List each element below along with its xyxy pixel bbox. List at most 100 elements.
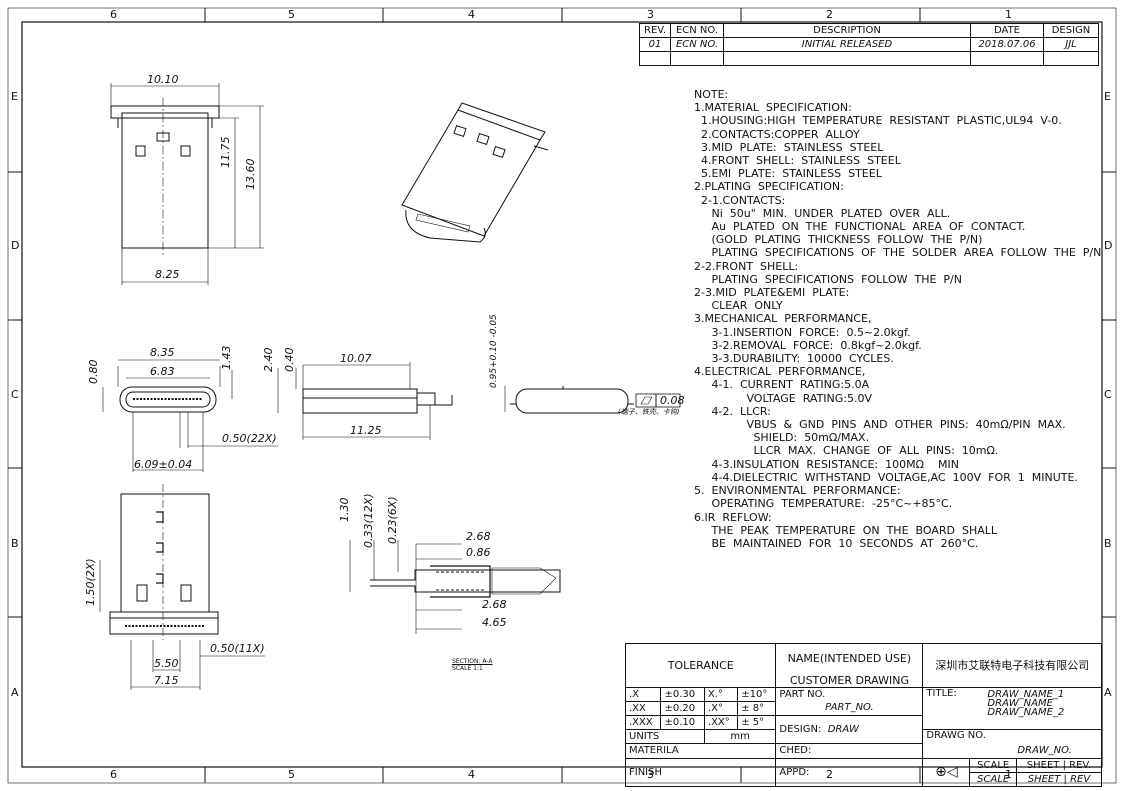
zone-row-c-left: C — [11, 388, 19, 401]
note-line: Au PLATED ON THE FUNCTIONAL AREA OF CONT… — [694, 220, 1026, 234]
material-label: MATERILA — [624, 743, 777, 759]
tol-xx-label: .XX — [624, 700, 662, 716]
zone-col-6-top: 6 — [110, 8, 117, 21]
tol-xxx-label: .XXX — [624, 714, 662, 730]
drawg-value: DRAW_NO. — [1017, 744, 1072, 756]
note-line: (GOLD PLATING THICKNESS FOLLOW THE P/N) — [694, 233, 983, 247]
flatness-value: 0.08 — [660, 394, 685, 407]
title-block: TOLERANCE NAME(INTENDED USE) 深圳市艾联特电子科技有… — [624, 643, 1103, 787]
dim-2-40: 2.40 — [262, 347, 275, 373]
note-line: 5. ENVIRONMENTAL PERFORMANCE: — [694, 484, 901, 498]
rev-cell-ecn: ECN NO. — [670, 37, 724, 52]
dim-0-86: 0.86 — [466, 546, 491, 559]
name-value: CUSTOMER DRAWING — [775, 673, 924, 688]
dim-5-50: 5.50 — [154, 657, 179, 670]
note-line: 2-2.FRONT SHELL: — [694, 259, 799, 273]
note-line: PLATING SPECIFICATIONS FOLLOW THE P/N — [694, 272, 962, 286]
flatness-note: (端子、铁壳、卡钩) — [618, 408, 680, 416]
zone-col-2-top: 2 — [826, 8, 833, 21]
dim-2-68-top: 2.68 — [466, 530, 491, 543]
tol-ang-x-value: ±10° — [737, 686, 777, 702]
dim-4-65: 4.65 — [482, 616, 507, 629]
dim-1-30: 1.30 — [338, 497, 351, 523]
note-line: NOTE: — [694, 88, 729, 101]
name-label: NAME(INTENDED USE) — [775, 643, 924, 674]
zone-col-3-top: 3 — [647, 8, 654, 21]
note-line: 4-3.INSULATION RESISTANCE: 100MΩ MIN — [694, 457, 959, 471]
part-label: PART NO. — [775, 686, 924, 701]
zone-col-4-top: 4 — [468, 8, 475, 21]
sheet-rev-values: SHEET | REV — [1015, 771, 1103, 787]
rev-header-ecn: ECN NO. — [670, 23, 724, 38]
zone-col-5-top: 5 — [288, 8, 295, 21]
dim-13-60: 13.60 — [244, 158, 257, 191]
dim-0-33-12x: 0.33(12X) — [362, 493, 375, 548]
zone-row-d-left: D — [11, 239, 20, 252]
ched-label: CHED: — [775, 743, 924, 759]
sheet-label: SHEET — [1026, 759, 1060, 771]
dim-8-25: 8.25 — [155, 268, 180, 281]
dim-pitch-22x: 0.50(22X) — [222, 432, 277, 445]
zone-row-e-right: E — [1104, 90, 1111, 103]
dim-1-50-2x: 1.50(2X) — [84, 558, 97, 606]
rev-cell-description: INITIAL RELEASED — [723, 37, 971, 52]
rev-value: REV — [1070, 773, 1091, 785]
section-scale: SCALE 1:1 — [452, 665, 483, 672]
note-line: 4-2. LLCR: — [694, 404, 771, 418]
drawg-cell: DRAWG NO. DRAW_NO. — [922, 728, 1102, 759]
zone-col-6-bottom: 6 — [110, 768, 117, 781]
note-line: 4-4.DIELECTRIC WITHSTAND VOLTAGE,AC 100V… — [694, 470, 1078, 484]
company-name: 深圳市艾联特电子科技有限公司 — [922, 643, 1102, 688]
zone-row-b-right: B — [1104, 537, 1112, 550]
note-line: 6.IR REFLOW: — [694, 510, 772, 524]
zone-col-4-bottom: 4 — [468, 768, 475, 781]
rev-header-description: DESCRIPTION — [723, 23, 971, 38]
tol-ang-xxx-value: ± 5° — [737, 714, 777, 730]
dim-0-95-tol: 0.95+0.10 -0.05 — [489, 314, 499, 388]
note-line: 2-3.MID PLATE&EMI PLATE: — [694, 286, 850, 300]
finish-label: FINISH — [624, 757, 777, 787]
title-line-1: DRAW_NAME_1 — [987, 688, 1065, 700]
design-label: DESIGN: — [779, 723, 822, 735]
dim-1-43: 1.43 — [220, 345, 233, 371]
dim-0-80: 0.80 — [87, 359, 100, 385]
notes-block: NOTE: 1.MATERIAL SPECIFICATION: 1.HOUSIN… — [694, 88, 1101, 550]
rev-label: REV. — [1069, 759, 1092, 771]
tol-x-value: ±0.30 — [660, 686, 705, 702]
dim-11-75: 11.75 — [219, 136, 232, 169]
title-line-2: DRAW_NAME — [987, 697, 1053, 709]
dim-6-09: 6.09±0.04 — [134, 458, 193, 471]
zone-row-e-left: E — [11, 90, 18, 103]
rev-cell-design: JJL — [1043, 37, 1099, 52]
units-value: mm — [703, 728, 777, 744]
note-line: 3-3.DURABILITY: 10000 CYCLES. — [694, 352, 894, 366]
note-line: 1.MATERIAL SPECIFICATION: — [694, 101, 852, 115]
note-line: 4.ELECTRICAL PERFORMANCE, — [694, 365, 866, 379]
dim-7-15: 7.15 — [154, 674, 179, 687]
title-lines: DRAW_NAME_1 DRAW_NAME DRAW_NAME_2 — [987, 688, 1065, 718]
sheet-rev-labels: SHEET | REV. — [1015, 757, 1103, 773]
dim-11-25: 11.25 — [350, 424, 382, 437]
note-line: 2.PLATING SPECIFICATION: — [694, 180, 844, 194]
dim-10-07: 10.07 — [340, 352, 372, 365]
rev-cell-rev: 01 — [639, 37, 671, 52]
zone-col-1-top: 1 — [1005, 8, 1012, 21]
tol-xxx-value: ±0.10 — [660, 714, 705, 730]
note-line: 2-1.CONTACTS: — [694, 193, 786, 207]
note-line: 3.MID PLATE: STAINLESS STEEL — [694, 140, 884, 154]
note-line: 3.MECHANICAL PERFORMANCE, — [694, 312, 872, 326]
dim-2-68-bottom: 2.68 — [482, 598, 507, 611]
note-line: 3-1.INSERTION FORCE: 0.5~2.0kgf. — [694, 325, 911, 339]
title-cell: TITLE: DRAW_NAME_1 DRAW_NAME DRAW_NAME_2 — [922, 686, 1102, 730]
title-line-3: DRAW_NAME_2 — [987, 706, 1065, 718]
projection-icon: ⊕◁ — [922, 757, 971, 787]
section-label: SECTION: A-A — [452, 658, 493, 665]
tolerance-label: TOLERANCE — [624, 643, 777, 688]
tol-xx-value: ±0.20 — [660, 700, 705, 716]
design-value: DRAW — [827, 723, 859, 735]
dim-6-83: 6.83 — [150, 365, 175, 378]
note-line: 1.HOUSING:HIGH TEMPERATURE RESISTANT PLA… — [694, 114, 1062, 128]
part-value: PART_NO. — [775, 701, 924, 716]
zone-col-5-bottom: 5 — [288, 768, 295, 781]
note-line: PLATING SPECIFICATIONS OF THE SOLDER ARE… — [694, 246, 1102, 260]
